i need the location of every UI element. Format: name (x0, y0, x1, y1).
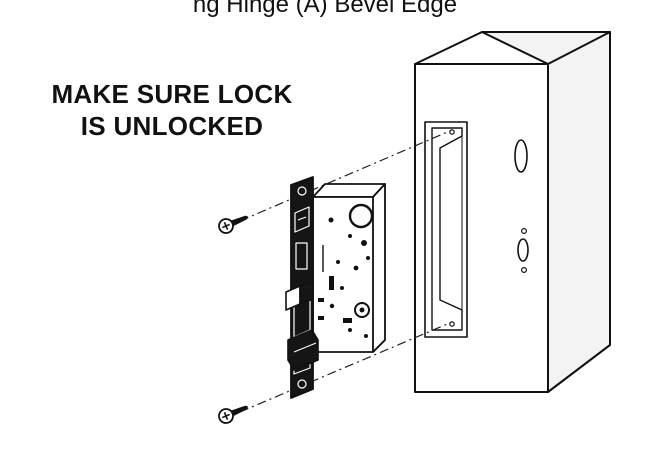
cylinder-hole (514, 139, 528, 173)
lever-hole (517, 238, 529, 262)
warning-line-2: IS UNLOCKED (80, 111, 264, 141)
cropped-caption: ng Hinge (A) Bevel Edge (192, 0, 458, 18)
lever-screw-hole-bottom (520, 267, 527, 274)
screw-icon (218, 215, 249, 234)
faceplate-screw-top (297, 186, 307, 196)
warning-line-1: MAKE SURE LOCK (51, 79, 293, 109)
latch-bolt (285, 280, 314, 311)
alignment-line-bottom (239, 321, 453, 413)
alignment-line-top (239, 129, 453, 222)
faceplate-screw-bottom (297, 379, 307, 389)
unlock-warning: MAKE SURE LOCK IS UNLOCKED (22, 78, 322, 142)
door-illustration (414, 31, 611, 393)
screw-icon (218, 405, 249, 424)
lock-internal-details (328, 217, 370, 338)
lever-screw-hole-top (520, 228, 527, 235)
auxiliary-latch (287, 329, 319, 371)
mortise-lock-illustration (285, 176, 386, 399)
lock-case-face (312, 183, 386, 353)
lock-cylinder-opening (348, 203, 374, 229)
alignment-lines (239, 129, 453, 413)
